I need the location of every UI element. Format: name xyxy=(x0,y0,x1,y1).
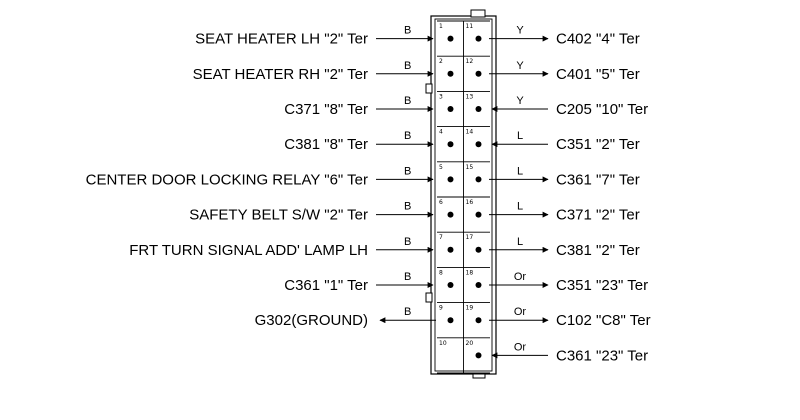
pin-number: 4 xyxy=(439,129,443,136)
circuit-label: C361 "23" Ter xyxy=(556,347,648,364)
terminal-dot xyxy=(475,211,482,218)
terminal-dot xyxy=(447,317,454,324)
circuit-label: C371 "8" Ter xyxy=(284,101,368,118)
pin-number: 2 xyxy=(439,58,443,65)
circuit-label: C381 "8" Ter xyxy=(284,136,368,153)
wire-color-label: L xyxy=(517,165,523,177)
pin-number: 20 xyxy=(466,340,474,347)
wire-color-label: L xyxy=(517,236,523,248)
circuit-label: C361 "1" Ter xyxy=(284,277,368,294)
terminal-dot xyxy=(475,317,482,324)
circuit-label: SEAT HEATER RH "2" Ter xyxy=(193,66,368,83)
pin-number: 16 xyxy=(466,199,474,206)
terminal-dot xyxy=(447,106,454,112)
circuit-label: C401 "5" Ter xyxy=(556,66,640,83)
wire-color-label: B xyxy=(404,306,411,318)
terminal-dot xyxy=(447,211,454,218)
pin-number: 11 xyxy=(466,23,474,30)
wire-color-label: B xyxy=(404,165,411,177)
circuit-label: C361 "7" Ter xyxy=(556,171,640,188)
wire-color-label: B xyxy=(404,95,411,107)
terminal-dot xyxy=(475,246,482,253)
wire-color-label: Y xyxy=(516,95,524,107)
wire-color-label: Y xyxy=(516,60,524,72)
pin-number: 18 xyxy=(466,269,474,276)
wire-color-label: Y xyxy=(516,25,524,37)
terminal-dot xyxy=(447,70,454,77)
circuit-label: C351 "23" Ter xyxy=(556,277,648,294)
connector-housing xyxy=(425,9,497,379)
terminal-dot xyxy=(475,70,482,77)
terminal-dot xyxy=(447,35,454,42)
pin-number: 15 xyxy=(466,164,474,171)
pin-number: 3 xyxy=(439,93,443,100)
terminal-dot xyxy=(447,141,454,148)
pin-number: 5 xyxy=(439,164,443,171)
circuit-label: G302(GROUND) xyxy=(255,312,368,329)
wire-color-label: Or xyxy=(514,306,527,318)
pin-number: 19 xyxy=(466,305,474,312)
wire-color-label: B xyxy=(404,271,411,283)
wire-color-label: B xyxy=(404,25,411,37)
terminal-dot xyxy=(475,106,482,112)
pin-number: 7 xyxy=(439,234,443,241)
circuit-label: CENTER DOOR LOCKING RELAY "6" Ter xyxy=(86,171,368,188)
circuit-label: SAFETY BELT S/W "2" Ter xyxy=(189,207,368,224)
wire-color-label: B xyxy=(404,236,411,248)
wire-color-label: B xyxy=(404,130,411,142)
pin-number: 10 xyxy=(439,340,447,347)
wire-color-label: B xyxy=(404,60,411,72)
circuit-label: SEAT HEATER LH "2" Ter xyxy=(195,31,368,48)
pin-number: 17 xyxy=(466,234,474,241)
circuit-label: C205 "10" Ter xyxy=(556,101,648,118)
terminal-dot xyxy=(475,176,482,183)
terminal-dot xyxy=(447,176,454,183)
terminal-dot xyxy=(475,35,482,42)
circuit-label: C402 "4" Ter xyxy=(556,31,640,48)
pin-number: 1 xyxy=(439,23,443,30)
circuit-label: C102 "C8" Ter xyxy=(556,312,651,329)
circuit-label: C371 "2" Ter xyxy=(556,207,640,224)
circuit-label: FRT TURN SIGNAL ADD' LAMP LH xyxy=(129,242,368,259)
terminal-dot xyxy=(475,141,482,148)
pin-number: 8 xyxy=(439,269,443,276)
wire-color-label: B xyxy=(404,201,411,213)
circuit-label: C351 "2" Ter xyxy=(556,136,640,153)
terminal-dot xyxy=(475,352,482,359)
wire-color-label: Or xyxy=(514,341,527,353)
pin-number: 14 xyxy=(466,129,474,136)
wire-color-label: Or xyxy=(514,271,527,283)
terminal-dot xyxy=(447,246,454,253)
pin-number: 13 xyxy=(466,93,474,100)
pin-number: 9 xyxy=(439,305,443,312)
wire-color-label: L xyxy=(517,130,523,142)
pin-number: 6 xyxy=(439,199,443,206)
terminal-dot xyxy=(475,282,482,288)
pin-number: 12 xyxy=(466,58,474,65)
wire-color-label: L xyxy=(517,201,523,213)
circuit-label: C381 "2" Ter xyxy=(556,242,640,259)
terminal-dot xyxy=(447,282,454,288)
